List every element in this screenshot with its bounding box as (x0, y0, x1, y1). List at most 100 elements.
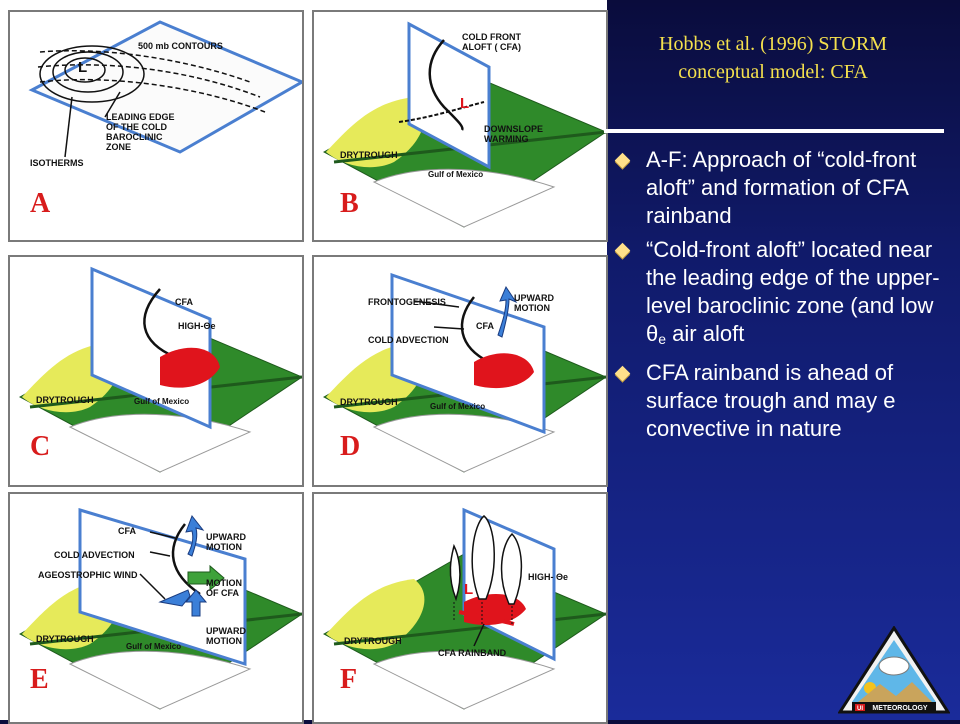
bullet-text-part: “Cold-front aloft” located near the lead… (646, 237, 940, 318)
motion-of-cfa-label: MOTION OF CFA (206, 578, 242, 598)
panel-b-drawing (322, 21, 606, 228)
panel-d-drawing (322, 272, 606, 473)
panel-d: FRONTOGENESIS UPWARD MOTION CFA COLD ADV… (312, 255, 608, 487)
bullet-text: “Cold-front aloft” located near the lead… (646, 237, 940, 347)
bullet-list: A-F: Approach of “cold-front aloft” and … (610, 146, 945, 449)
contours-label: 500 mb CONTOURS (138, 41, 223, 51)
panel-letter-a: A (24, 188, 57, 220)
pointer-line (473, 623, 485, 647)
downslope-label: DOWNSLOPE WARMING (484, 124, 544, 144)
mountain-icon (858, 682, 932, 702)
gulf-water (372, 650, 556, 710)
convective-tower (471, 515, 495, 600)
low-symbol: L (460, 95, 470, 112)
panel-letter-c: C (24, 431, 57, 463)
title-line-2: conceptual model: CFA (678, 61, 868, 83)
pointer-line (104, 91, 121, 118)
pointer-line (64, 96, 73, 158)
motion-arrow (187, 564, 225, 592)
upward-motion-arrow (497, 285, 518, 338)
cfa-label: CFA (476, 321, 494, 331)
panel-e-drawing (18, 507, 302, 710)
upward-motion-label: UPWARD MOTION (514, 293, 554, 313)
slide-title: Hobbs et al. (1996) STORM conceptual mod… (608, 30, 938, 86)
logo-text: METEOROLOGY (872, 705, 928, 712)
high-theta-region (160, 347, 220, 388)
diamond-bullet-icon (614, 242, 631, 259)
logo-badge (855, 704, 865, 711)
cfa-line (460, 296, 490, 364)
drytrough-line (398, 101, 485, 123)
drytrough-label: DRYTROUGH (340, 150, 398, 160)
ageostrophic-arrow (158, 589, 191, 607)
panel-a-drawing (28, 20, 302, 158)
high-theta-label: HIGH-Θe (178, 321, 216, 331)
upward-motion-label-bottom: UPWARD MOTION (206, 626, 246, 646)
panel-c: CFA HIGH-Θe DRYTROUGH Gulf of Mexico C (8, 255, 304, 487)
drytrough-label: DRYTROUGH (344, 636, 402, 646)
gulf-water (372, 413, 556, 473)
isotherms-label: ISOTHERMS (30, 158, 84, 168)
title-line-1: Hobbs et al. (1996) STORM (659, 33, 887, 55)
theta-subscript: e (658, 331, 667, 347)
gulf-label: Gulf of Mexico (428, 170, 484, 179)
cfa-rainband-label: CFA RAINBAND (438, 648, 507, 658)
pointer-line (149, 531, 176, 539)
theta-symbol: θ (646, 321, 659, 346)
cfa-label: COLD FRONT ALOFT ( CFA) (462, 32, 521, 52)
gulf-label: Gulf of Mexico (126, 642, 182, 651)
ageostrophic-wind-label: AGEOSTROPHIC WIND (38, 570, 138, 580)
logo-badge-text: UI (857, 706, 863, 712)
panel-b: L COLD FRONT ALOFT ( CFA) DOWNSLOPE WARM… (312, 10, 608, 242)
cold-advection-label: COLD ADVECTION (54, 550, 135, 560)
cfa-label: CFA (118, 526, 136, 536)
vertical-plane (407, 21, 491, 170)
isotherm-line (39, 50, 251, 83)
figure-area: L 500 mb CONTOURS LEADING EDGE OF THE CO… (8, 10, 608, 724)
cfa-label: CFA (175, 297, 193, 307)
cloud-icon (878, 656, 910, 676)
rainband-line (458, 610, 515, 626)
panel-f-drawing (322, 507, 606, 710)
high-theta-label: HIGH- Θe (528, 572, 569, 582)
pointer-line (433, 326, 465, 330)
surface-edge (333, 612, 606, 646)
drytrough-label: DRYTROUGH (340, 397, 398, 407)
bullet-item: “Cold-front aloft” located near the lead… (610, 236, 945, 353)
diamond-bullet-icon (614, 365, 631, 382)
cfa-line (171, 523, 201, 596)
pointer-line (139, 573, 166, 600)
pointer-line (149, 551, 171, 557)
convective-tower (449, 543, 461, 602)
cfa-line (143, 288, 176, 359)
gulf-water (68, 650, 252, 710)
high-terrain (326, 97, 425, 168)
bullet-text: CFA rainband is ahead of surface trough … (646, 360, 896, 441)
logo-banner (852, 702, 936, 712)
low-symbol: L (78, 59, 88, 76)
isotherm-line (37, 64, 261, 98)
frontogenesis-label: FRONTOGENESIS (368, 297, 446, 307)
cold-advection-label: COLD ADVECTION (368, 335, 449, 345)
low-symbol: L (464, 581, 474, 598)
panel-letter-d: D (334, 431, 367, 463)
gulf-label: Gulf of Mexico (430, 402, 486, 411)
high-terrain (326, 579, 425, 650)
diamond-bullet-icon (614, 152, 631, 169)
convective-tower (500, 532, 523, 605)
title-divider (604, 129, 944, 133)
contour-line (64, 57, 106, 83)
panel-letter-b: B (334, 188, 365, 220)
upward-motion-arrow-top (185, 514, 205, 557)
gulf-water (68, 413, 252, 473)
panel-letter-e: E (24, 664, 55, 696)
high-theta-region (474, 353, 534, 389)
meteorology-logo: UI METEOROLOGY (838, 626, 950, 714)
bullet-item: A-F: Approach of “cold-front aloft” and … (610, 146, 945, 230)
isotherm-line (39, 78, 266, 113)
contour-line (39, 45, 145, 103)
gulf-water (372, 168, 556, 228)
gulf-label: Gulf of Mexico (134, 397, 190, 406)
panel-c-drawing (18, 266, 302, 473)
upward-motion-label-top: UPWARD MOTION (206, 532, 246, 552)
